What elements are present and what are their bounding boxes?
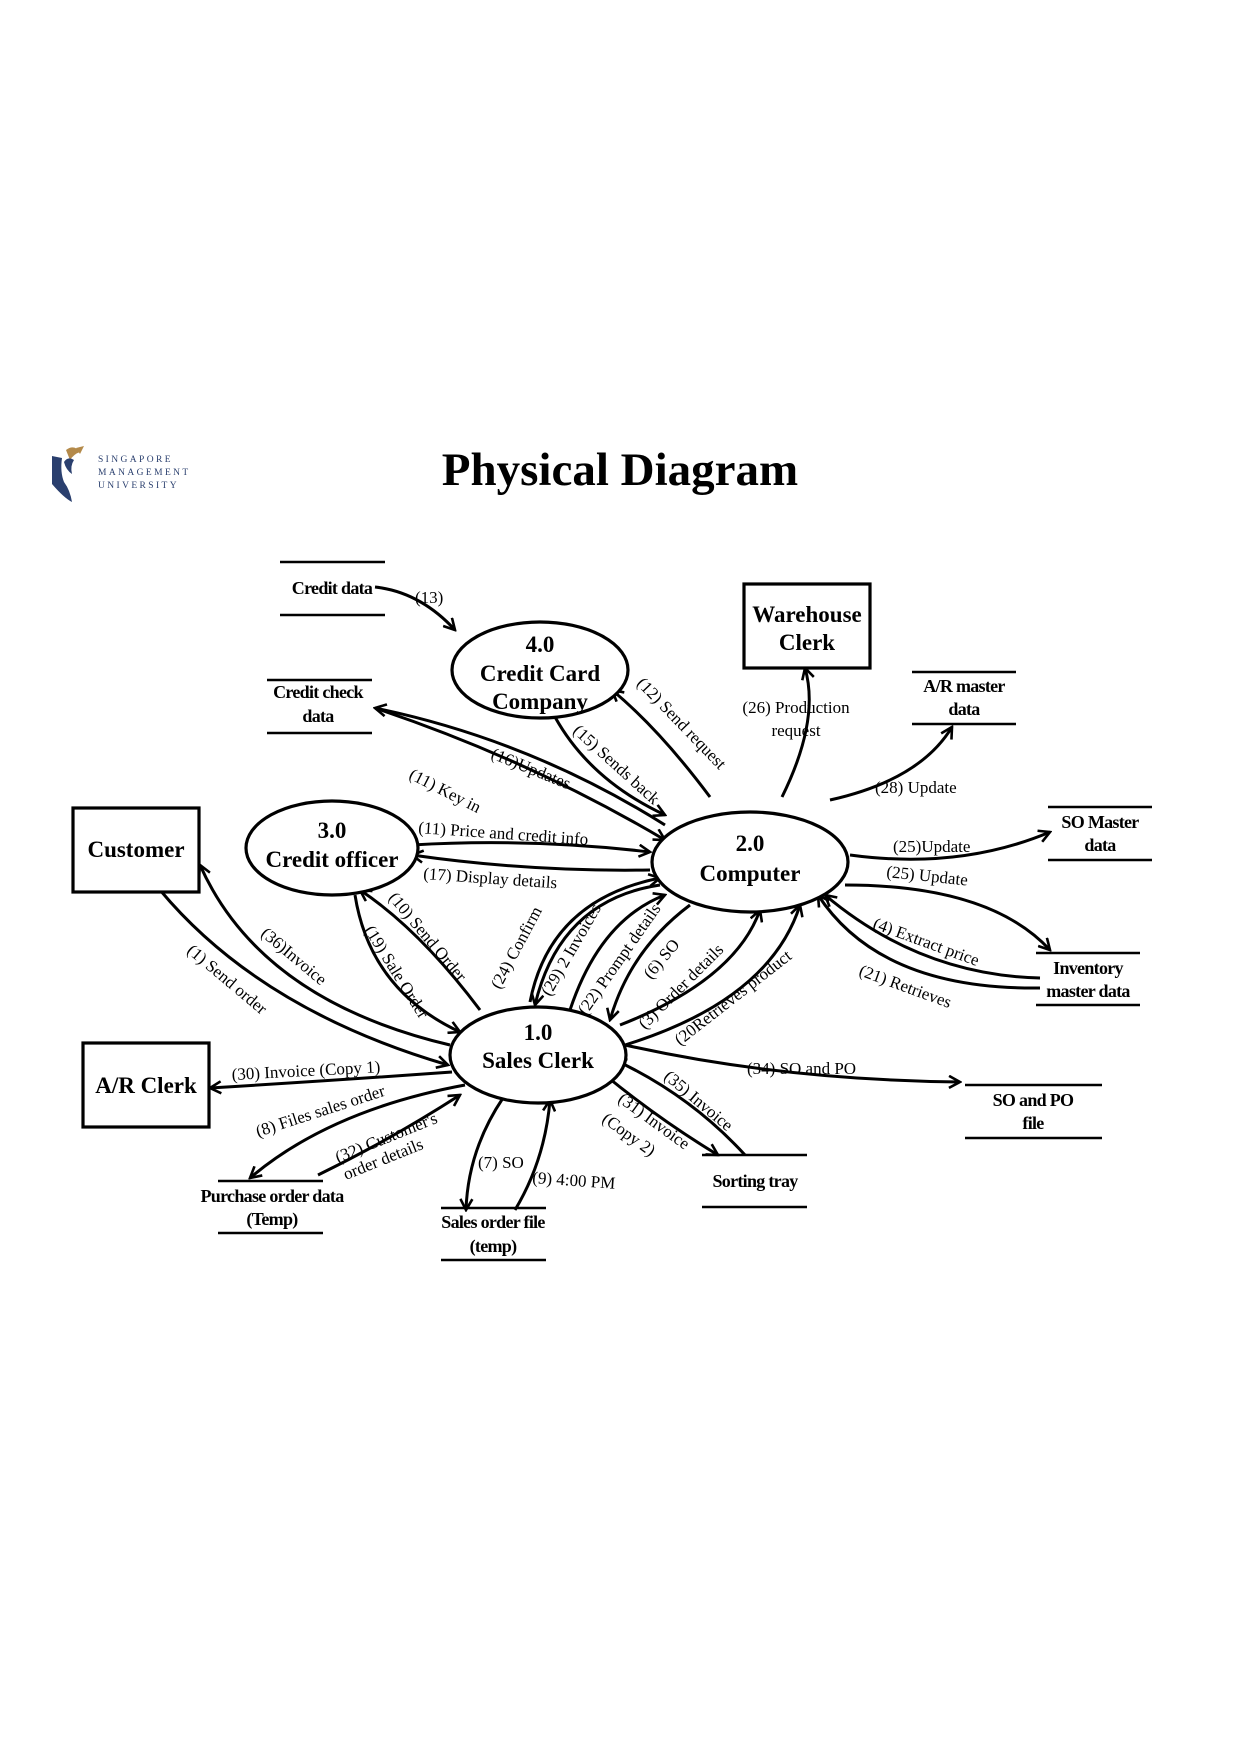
process-4-number: 4.0 [526, 632, 555, 657]
store-credit-check-line2: data [302, 706, 334, 726]
flow-26-label-line1: (26) Production [742, 698, 850, 717]
logo-line-2: MANAGEMENT [98, 468, 191, 478]
flow-9-arrow [513, 1100, 550, 1211]
store-so-po-file: SO and PO file [965, 1083, 1102, 1140]
flow-29-arrow [535, 883, 661, 1005]
flow-4-arrow [825, 895, 1041, 980]
store-purchase-order-data: Purchase order data (Temp) [200, 1179, 345, 1235]
process-4-name-line2: Company [492, 689, 588, 714]
flow-20-label: (20Retrieves product [671, 946, 796, 1049]
flow-17-arrow [412, 855, 651, 872]
store-po-data-line2: (Temp) [246, 1209, 298, 1230]
flow-6-arrow [610, 903, 691, 1020]
store-credit-data: Credit data [280, 560, 385, 617]
store-sales-file-line1: Sales order file [441, 1212, 545, 1232]
entity-warehouse-line1: Warehouse [752, 602, 861, 627]
entity-customer-label: Customer [87, 837, 184, 862]
process-2-name: Computer [700, 861, 801, 886]
store-inventory-line2: master data [1046, 981, 1130, 1001]
process-1-sales-clerk: 1.0 Sales Clerk [448, 1005, 628, 1105]
flow-13-label: (13) [415, 588, 443, 607]
flow-13-arrow [374, 585, 455, 630]
store-ar-master-line2: data [948, 699, 980, 719]
flow-25a-label: (25)Update [893, 837, 970, 856]
university-logo: SINGAPORE MANAGEMENT UNIVERSITY [50, 444, 210, 504]
store-so-master-line1: SO Master [1061, 812, 1139, 832]
flow-16-arrow [375, 708, 666, 827]
store-inventory-line1: Inventory [1053, 958, 1123, 978]
process-2-number: 2.0 [736, 831, 765, 856]
lion-emblem-icon [52, 446, 84, 502]
store-credit-check-data: Credit check data [267, 678, 372, 735]
flow-30-arrow [210, 1070, 453, 1088]
store-sorting-tray-label: Sorting tray [712, 1171, 798, 1191]
flow-9-label: (9) 4:00 PM [532, 1168, 616, 1193]
page-title: Physical Diagram [441, 444, 799, 496]
store-credit-check-line1: Credit check [273, 682, 363, 702]
flow-34-label: (34) SO and PO [747, 1059, 856, 1078]
flow-26-label-line2: request [771, 721, 820, 740]
flow-28-arrow [829, 727, 952, 802]
store-credit-data-label: Credit data [292, 578, 373, 598]
flow-36-arrow [200, 865, 451, 1047]
process-1-number: 1.0 [524, 1020, 553, 1045]
entity-customer: Customer [71, 806, 201, 894]
entity-ar-clerk: A/R Clerk [81, 1041, 211, 1129]
flow-19-arrow [353, 894, 460, 1032]
store-so-po-line2: file [1022, 1113, 1044, 1133]
flow-20-arrow [624, 905, 800, 1047]
flow-22-arrow [568, 895, 665, 1011]
store-so-master-line2: data [1084, 835, 1116, 855]
flow-25a-arrow [849, 832, 1050, 861]
flow-7-arrow [466, 1097, 505, 1210]
entity-ar-clerk-label: A/R Clerk [95, 1073, 197, 1098]
flow-15-arrow [553, 716, 665, 815]
flow-10-arrow [360, 890, 482, 1011]
process-4-credit-card-company: 4.0 Credit Card Company [450, 620, 630, 720]
flow-24-arrow [528, 878, 660, 1003]
flow-32-arrow [317, 1095, 460, 1177]
flow-25b-arrow [844, 883, 1050, 950]
flow-11a-label: (11) Key in [406, 765, 484, 817]
flow-6-label: (6) SO [640, 935, 684, 982]
entity-warehouse-clerk: Warehouse Clerk [742, 582, 872, 670]
flow-7-label: (7) SO [478, 1153, 524, 1172]
entity-warehouse-line2: Clerk [779, 630, 835, 655]
process-4-name-line1: Credit Card [480, 661, 601, 686]
flow-34-arrow [624, 1043, 960, 1082]
process-3-number: 3.0 [318, 818, 347, 843]
process-2-computer: 2.0 Computer [650, 810, 850, 914]
process-3-credit-officer: 3.0 Credit officer [244, 799, 420, 897]
flow-31-arrow [604, 1073, 718, 1155]
store-so-po-line1: SO and PO [993, 1090, 1074, 1110]
flow-26-arrow [780, 668, 809, 798]
flow-21-arrow [818, 895, 1041, 990]
flow-1-arrow [158, 889, 448, 1065]
process-1-name: Sales Clerk [482, 1048, 594, 1073]
flow-12-arrow [612, 690, 712, 798]
flow-lines [158, 585, 1050, 1211]
flow-3-arrow [619, 910, 760, 1027]
flow-11b-arrow [411, 841, 650, 852]
store-po-data-line1: Purchase order data [200, 1186, 344, 1206]
process-3-name: Credit officer [265, 847, 398, 872]
store-sales-order-file: Sales order file (temp) [441, 1206, 546, 1262]
store-sales-file-line2: (temp) [470, 1236, 517, 1257]
flow-8-arrow [250, 1083, 466, 1178]
logo-line-3: UNIVERSITY [98, 481, 179, 491]
store-ar-master-data: A/R master data [912, 670, 1016, 726]
store-ar-master-line1: A/R master [923, 676, 1005, 696]
flow-28-label: (28) Update [875, 778, 957, 797]
flow-4-label: (4) Extract price [871, 914, 982, 970]
flow-11a-arrow [374, 706, 665, 840]
flow-21-label: (21) Retrieves [857, 961, 954, 1012]
flow-25b-label: (25) Update [886, 862, 969, 889]
flow-35-arrow [615, 1060, 747, 1157]
store-so-master-data: SO Master data [1048, 805, 1152, 862]
store-inventory-master-data: Inventory master data [1036, 951, 1140, 1007]
logo-line-1: SINGAPORE [98, 455, 173, 465]
store-sorting-tray: Sorting tray [702, 1153, 807, 1209]
